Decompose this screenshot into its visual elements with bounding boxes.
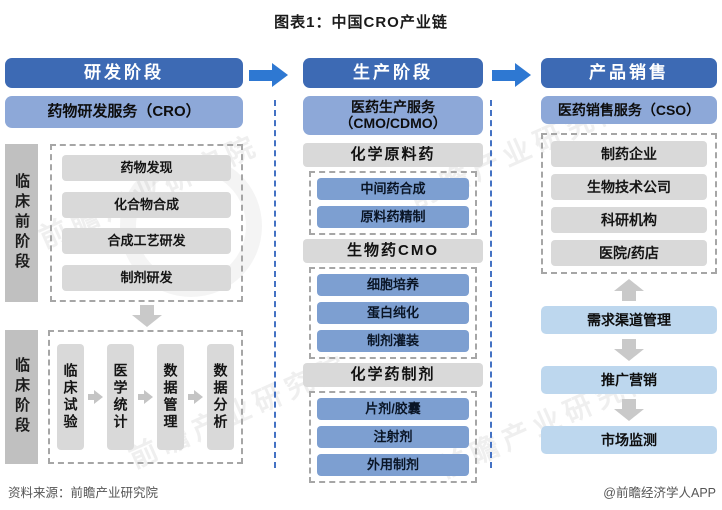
arrow-head (614, 279, 644, 291)
arrow-stem (622, 339, 636, 349)
clinical-item: 医学统计 (107, 344, 134, 450)
production-item: 外用制剂 (317, 454, 469, 476)
arrow-head (94, 390, 103, 404)
section-title-bio-cmo: 生物药CMO (303, 239, 483, 263)
cmo-service-box: 医药生产服务 （CMO/CDMO） (303, 96, 483, 135)
sales-flow-item: 推广营销 (541, 366, 717, 394)
customer-item: 医院/药店 (551, 240, 707, 266)
production-item: 原料药精制 (317, 206, 469, 228)
production-item: 细胞培养 (317, 274, 469, 296)
arrow-head (272, 63, 288, 87)
arrow-head (144, 390, 153, 404)
flow-connector (541, 399, 717, 421)
preclinical-group: 药物发现 化合物合成 合成工艺研发 制剂研发 (50, 144, 243, 302)
arrow-right-icon (249, 63, 288, 87)
preclinical-item: 化合物合成 (62, 191, 231, 218)
customers-group: 制药企业 生物技术公司 科研机构 医院/药店 (541, 133, 717, 274)
flow-connector (541, 279, 717, 301)
arrow-stem (492, 69, 515, 81)
preclinical-item: 合成工艺研发 (62, 228, 231, 255)
sales-flow-item: 需求渠道管理 (541, 306, 717, 334)
arrow-head (515, 63, 531, 87)
preclinical-item: 药物发现 (62, 155, 231, 181)
production-item: 蛋白纯化 (317, 302, 469, 324)
arrow-stem (188, 394, 194, 400)
up-arrow-icon (614, 279, 644, 301)
production-stage-header: 生产阶段 (303, 58, 483, 88)
arrow-head (614, 349, 644, 361)
column-production-stage: 生产阶段 医药生产服务 （CMO/CDMO） 化学原料药 中间药合成 原料药精制… (303, 58, 483, 487)
column-product-sales: 产品销售 医药销售服务（CSO） 制药企业 生物技术公司 科研机构 医院/药店 … (541, 58, 717, 454)
clinical-section: 临床阶段 临床试验 医学统计 数据管理 数据分析 (5, 330, 243, 464)
preclinical-item: 制剂研发 (62, 264, 231, 291)
small-right-arrow-icon (88, 390, 103, 404)
clinical-stage-label: 临床阶段 (5, 330, 38, 464)
chemical-formulation-group: 片剂/胶囊 注射剂 外用制剂 (309, 391, 477, 483)
preclinical-section: 临床前阶段 药物发现 化合物合成 合成工艺研发 制剂研发 (5, 144, 243, 302)
customer-item: 生物技术公司 (551, 174, 707, 200)
sales-flow-item: 市场监测 (541, 426, 717, 454)
divider-dashed-line (490, 100, 492, 468)
arrow-stem (88, 394, 94, 400)
clinical-item: 数据管理 (157, 344, 184, 450)
clinical-item: 临床试验 (57, 344, 84, 450)
credit-note: @前瞻经济学人APP (603, 486, 716, 500)
cro-service-box: 药物研发服务（CRO） (5, 96, 243, 128)
customer-item: 科研机构 (551, 207, 707, 233)
flow-connector (50, 303, 243, 329)
small-right-arrow-icon (188, 390, 203, 404)
section-title-chemical-formulation: 化学药制剂 (303, 363, 483, 387)
production-item: 制剂灌装 (317, 330, 469, 352)
arrow-stem (622, 291, 636, 301)
production-item: 中间药合成 (317, 178, 469, 200)
arrow-stem (139, 305, 154, 315)
clinical-item: 数据分析 (207, 344, 234, 450)
source-note: 资料来源：前瞻产业研究院 (8, 486, 159, 500)
production-item: 片剂/胶囊 (317, 398, 469, 420)
flow-connector (541, 339, 717, 361)
rd-stage-header: 研发阶段 (5, 58, 243, 88)
preclinical-stage-label: 临床前阶段 (5, 144, 38, 302)
customer-item: 制药企业 (551, 141, 707, 167)
arrow-stem (138, 394, 144, 400)
production-item: 注射剂 (317, 426, 469, 448)
arrow-right-icon (492, 63, 531, 87)
arrow-stem (622, 399, 636, 409)
section-title-chemical-api: 化学原料药 (303, 143, 483, 167)
down-arrow-icon (614, 339, 644, 361)
sales-stage-header: 产品销售 (541, 58, 717, 88)
cso-service-box: 医药销售服务（CSO） (541, 96, 717, 124)
column-rd-stage: 研发阶段 药物研发服务（CRO） 临床前阶段 药物发现 化合物合成 合成工艺研发… (5, 58, 243, 464)
chemical-api-group: 中间药合成 原料药精制 (309, 171, 477, 235)
figure-title: 图表1：中国CRO产业链 (274, 14, 448, 31)
arrow-stem (249, 69, 272, 81)
divider-dashed-line (274, 100, 276, 468)
bio-cmo-group: 细胞培养 蛋白纯化 制剂灌装 (309, 267, 477, 359)
down-arrow-icon (131, 305, 162, 327)
down-arrow-icon (614, 399, 644, 421)
arrow-head (131, 315, 162, 327)
arrow-head (614, 409, 644, 421)
small-right-arrow-icon (138, 390, 153, 404)
clinical-group: 临床试验 医学统计 数据管理 数据分析 (48, 330, 243, 464)
arrow-head (194, 390, 203, 404)
